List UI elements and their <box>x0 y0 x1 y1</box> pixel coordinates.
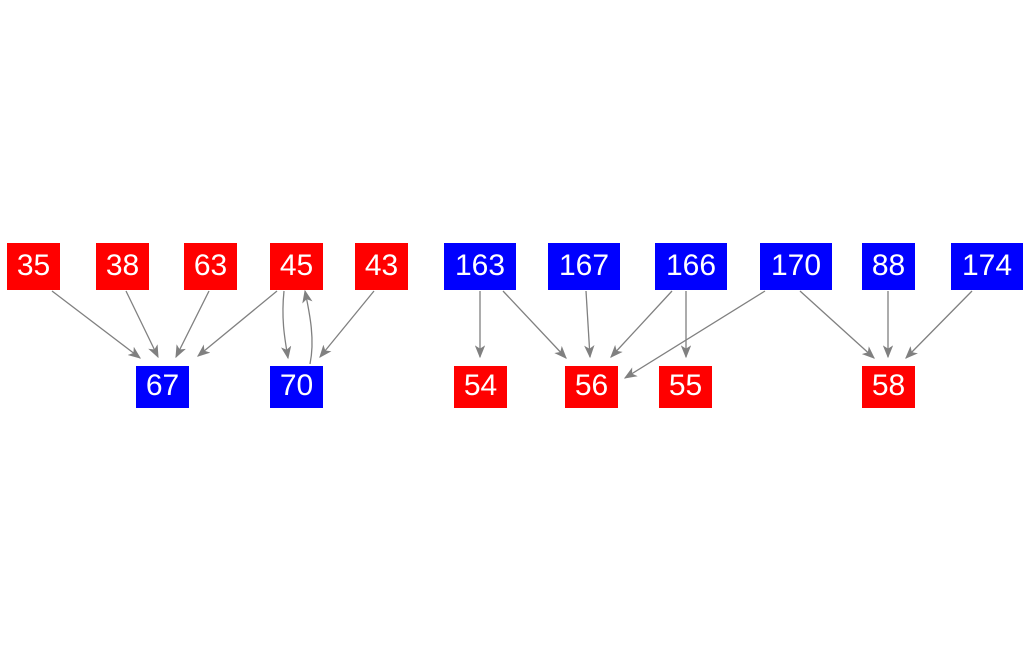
graph-node-167[interactable]: 167 <box>548 243 620 290</box>
graph-edge-174-to-58 <box>905 290 973 359</box>
graph-node-43[interactable]: 43 <box>355 243 408 290</box>
graph-node-label: 35 <box>16 248 51 282</box>
graph-node-56[interactable]: 56 <box>565 366 618 408</box>
graph-node-label: 43 <box>364 248 399 282</box>
graph-edge-43-to-70 <box>319 290 375 359</box>
graph-edge-45-to-67 <box>196 290 278 357</box>
graph-node-63[interactable]: 63 <box>184 243 237 290</box>
graph-node-label: 63 <box>193 248 228 282</box>
graph-node-88[interactable]: 88 <box>862 243 915 290</box>
graph-edge-45-to-70 <box>280 290 292 360</box>
edges-group <box>51 289 973 379</box>
graph-node-label: 88 <box>871 248 906 282</box>
graph-node-163[interactable]: 163 <box>444 243 516 290</box>
graph-edge-163-to-56 <box>502 290 567 359</box>
graph-edge-35-to-67 <box>51 290 142 359</box>
graph-node-label: 167 <box>558 248 610 282</box>
graph-node-170[interactable]: 170 <box>760 243 832 290</box>
graph-node-label: 54 <box>463 369 498 402</box>
graph-node-label: 163 <box>454 248 506 282</box>
graph-node-label: 166 <box>665 248 717 282</box>
graph-edge-170-to-56 <box>623 290 766 379</box>
graph-node-54[interactable]: 54 <box>454 366 507 408</box>
graph-node-label: 67 <box>145 369 180 402</box>
graph-node-67[interactable]: 67 <box>136 366 189 408</box>
graph-node-label: 45 <box>279 248 314 282</box>
graph-edge-63-to-67 <box>175 290 210 359</box>
graph-node-label: 55 <box>668 369 703 402</box>
graph-edge-167-to-56 <box>584 290 595 359</box>
graph-node-58[interactable]: 58 <box>862 366 915 408</box>
graph-edge-38-to-67 <box>125 290 159 359</box>
graph-node-label: 70 <box>279 369 314 402</box>
graph-edge-166-to-56 <box>610 290 673 358</box>
graph-node-label: 170 <box>770 248 822 282</box>
graph-node-174[interactable]: 174 <box>951 243 1023 290</box>
graph-node-38[interactable]: 38 <box>96 243 149 290</box>
graph-edge-170-to-58 <box>799 290 875 359</box>
graph-node-label: 38 <box>105 248 140 282</box>
graph-node-35[interactable]: 35 <box>7 243 60 290</box>
graph-node-45[interactable]: 45 <box>270 243 323 290</box>
graph-node-label: 58 <box>871 369 906 402</box>
graph-edge-70-to-45 <box>302 289 313 365</box>
graph-node-70[interactable]: 70 <box>270 366 323 408</box>
graph-node-label: 174 <box>961 248 1013 282</box>
graph-node-label: 56 <box>574 369 609 402</box>
graph-node-166[interactable]: 166 <box>655 243 727 290</box>
graph-node-55[interactable]: 55 <box>659 366 712 408</box>
